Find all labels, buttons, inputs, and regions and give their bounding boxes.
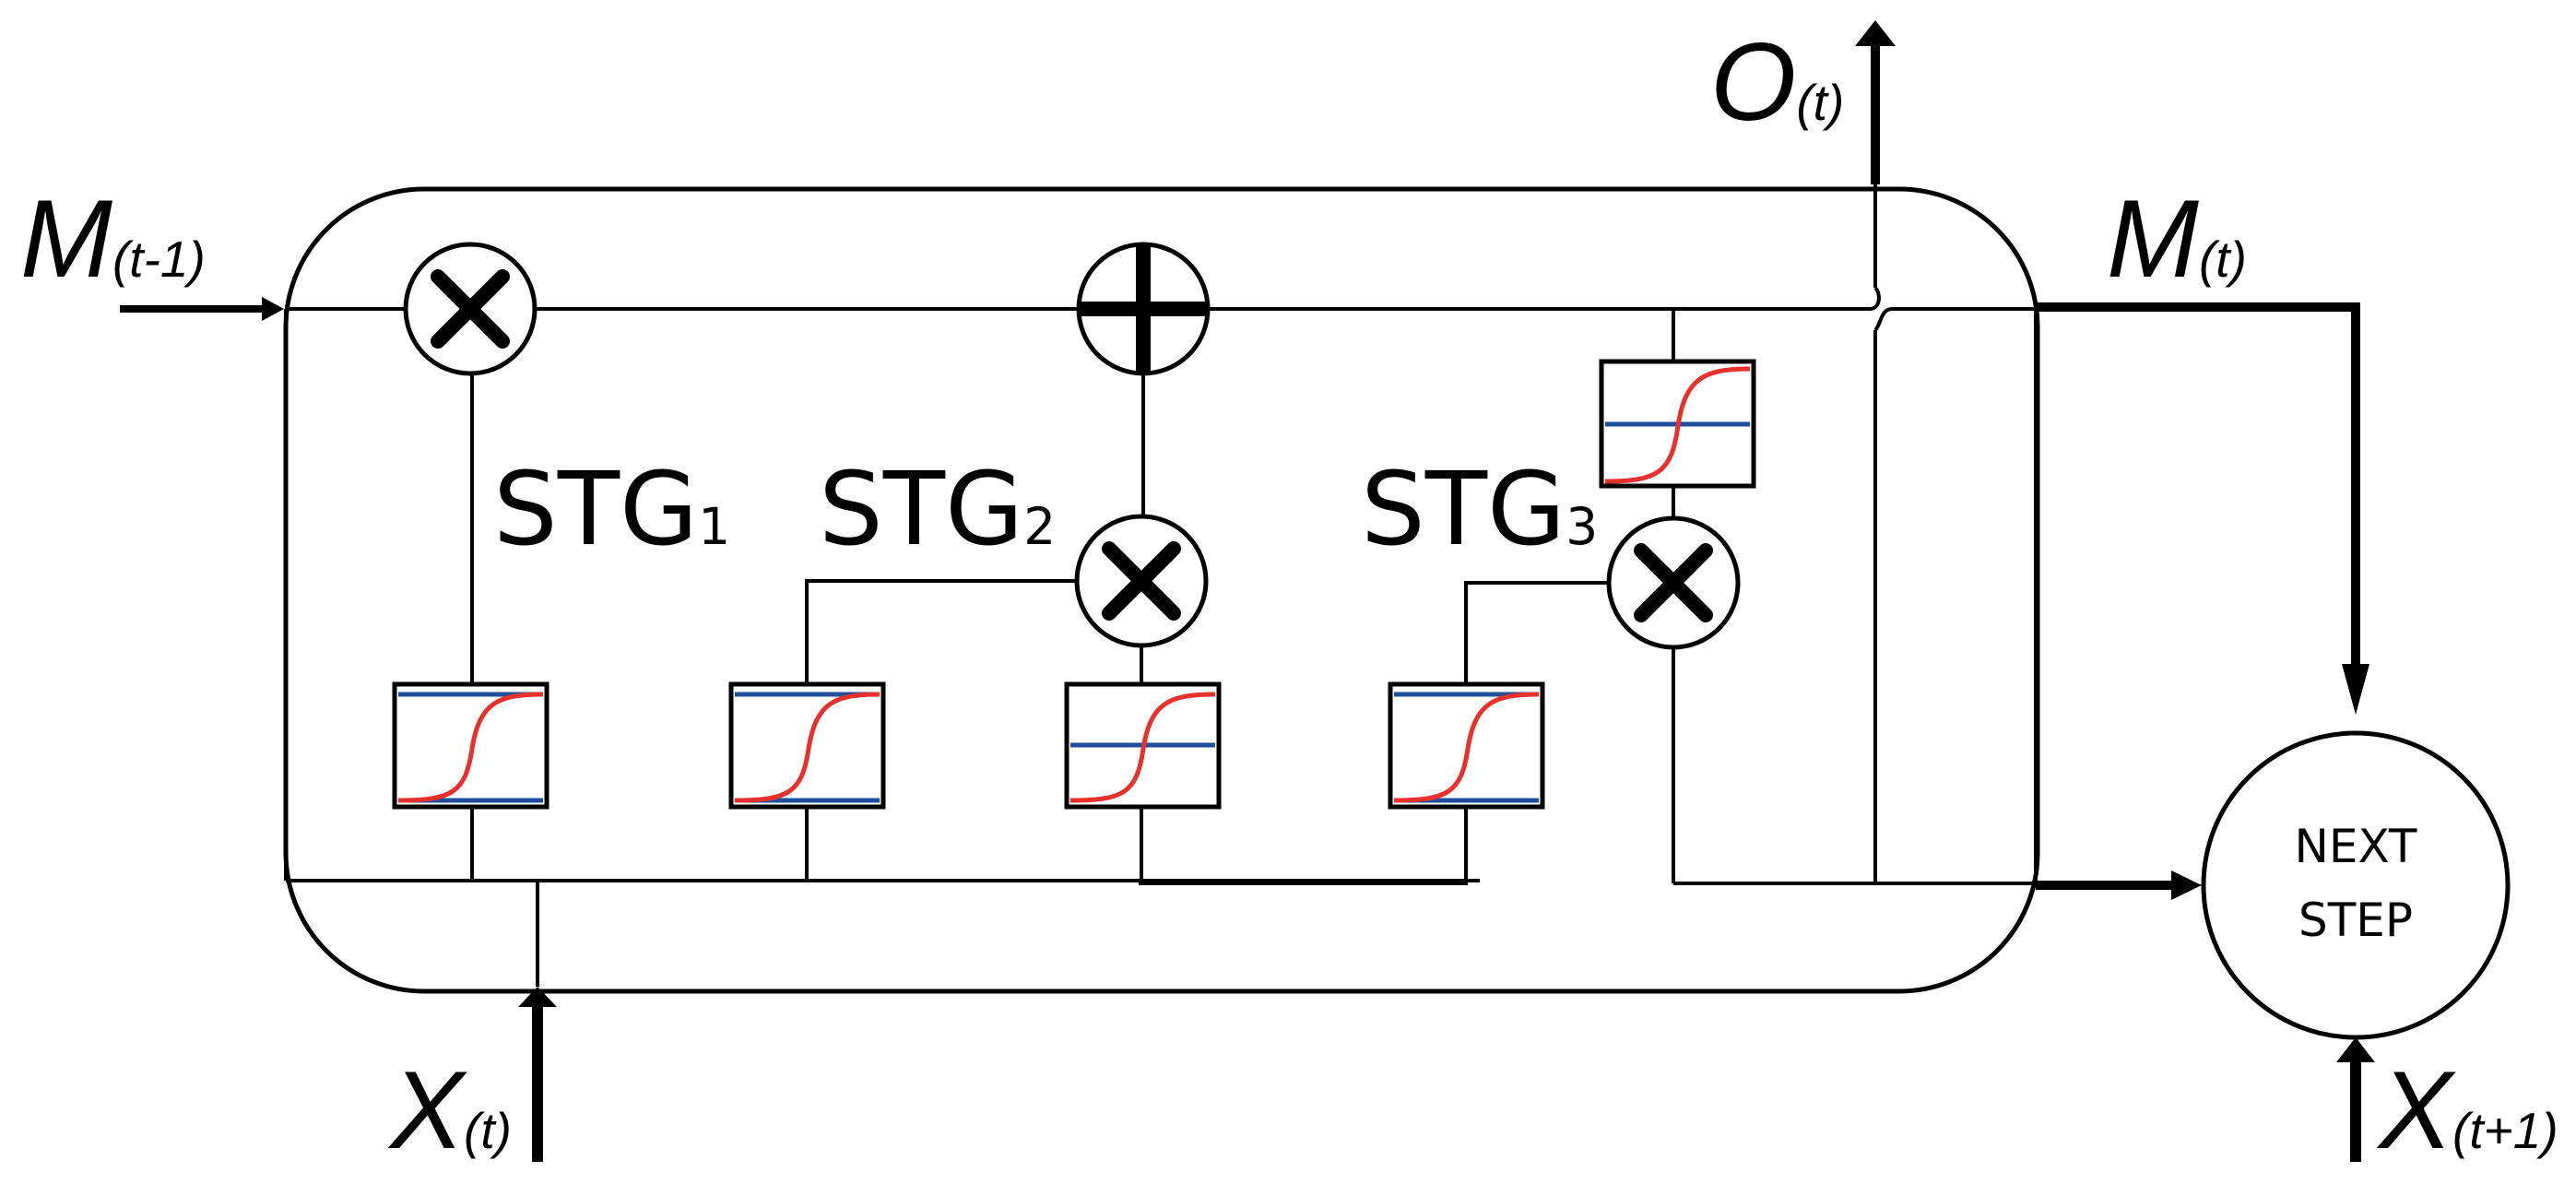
multiply-node-1 <box>403 242 538 376</box>
next-step-line2: STEP <box>2298 894 2413 947</box>
label-stg3: STG3 <box>1361 450 1598 568</box>
multiply-node-2 <box>1074 514 1209 648</box>
tanh-box-1 <box>1064 681 1222 810</box>
stg3-link-left <box>1464 581 1609 684</box>
label-stg1: STG1 <box>493 450 730 568</box>
memory-output-path <box>2036 302 2360 669</box>
memory-output-arrowhead <box>2342 664 2369 715</box>
memory-input-arrowhead <box>262 297 284 321</box>
label-memory-prev: M(t-1) <box>20 177 206 301</box>
add-node <box>1076 242 1211 376</box>
sigmoid-box-1 <box>392 681 549 810</box>
label-input: X(t) <box>387 1048 512 1172</box>
tanh-box-2 <box>1599 359 1756 489</box>
next-input-arrowhead <box>2336 1037 2375 1062</box>
multiply-node-3 <box>1606 515 1741 650</box>
sigmoid-box-2 <box>728 681 886 810</box>
label-output: O(t) <box>1710 20 1844 144</box>
output-arrowhead <box>1855 20 1896 46</box>
label-memory-out: M(t) <box>2107 177 2247 301</box>
sigmoid-box-3 <box>1388 681 1545 810</box>
hidden-output-arrowhead <box>2171 870 2202 900</box>
stg3-bus-link <box>1139 807 1468 885</box>
input-arrowhead <box>518 987 557 1007</box>
label-stg2: STG2 <box>819 450 1056 568</box>
memory-line <box>286 286 2036 332</box>
label-next-input: X(t+1) <box>2376 1048 2558 1172</box>
stg2-link-left <box>805 579 1079 684</box>
next-step-line1: NEXT <box>2295 820 2417 873</box>
next-step-node <box>2201 730 2511 1040</box>
